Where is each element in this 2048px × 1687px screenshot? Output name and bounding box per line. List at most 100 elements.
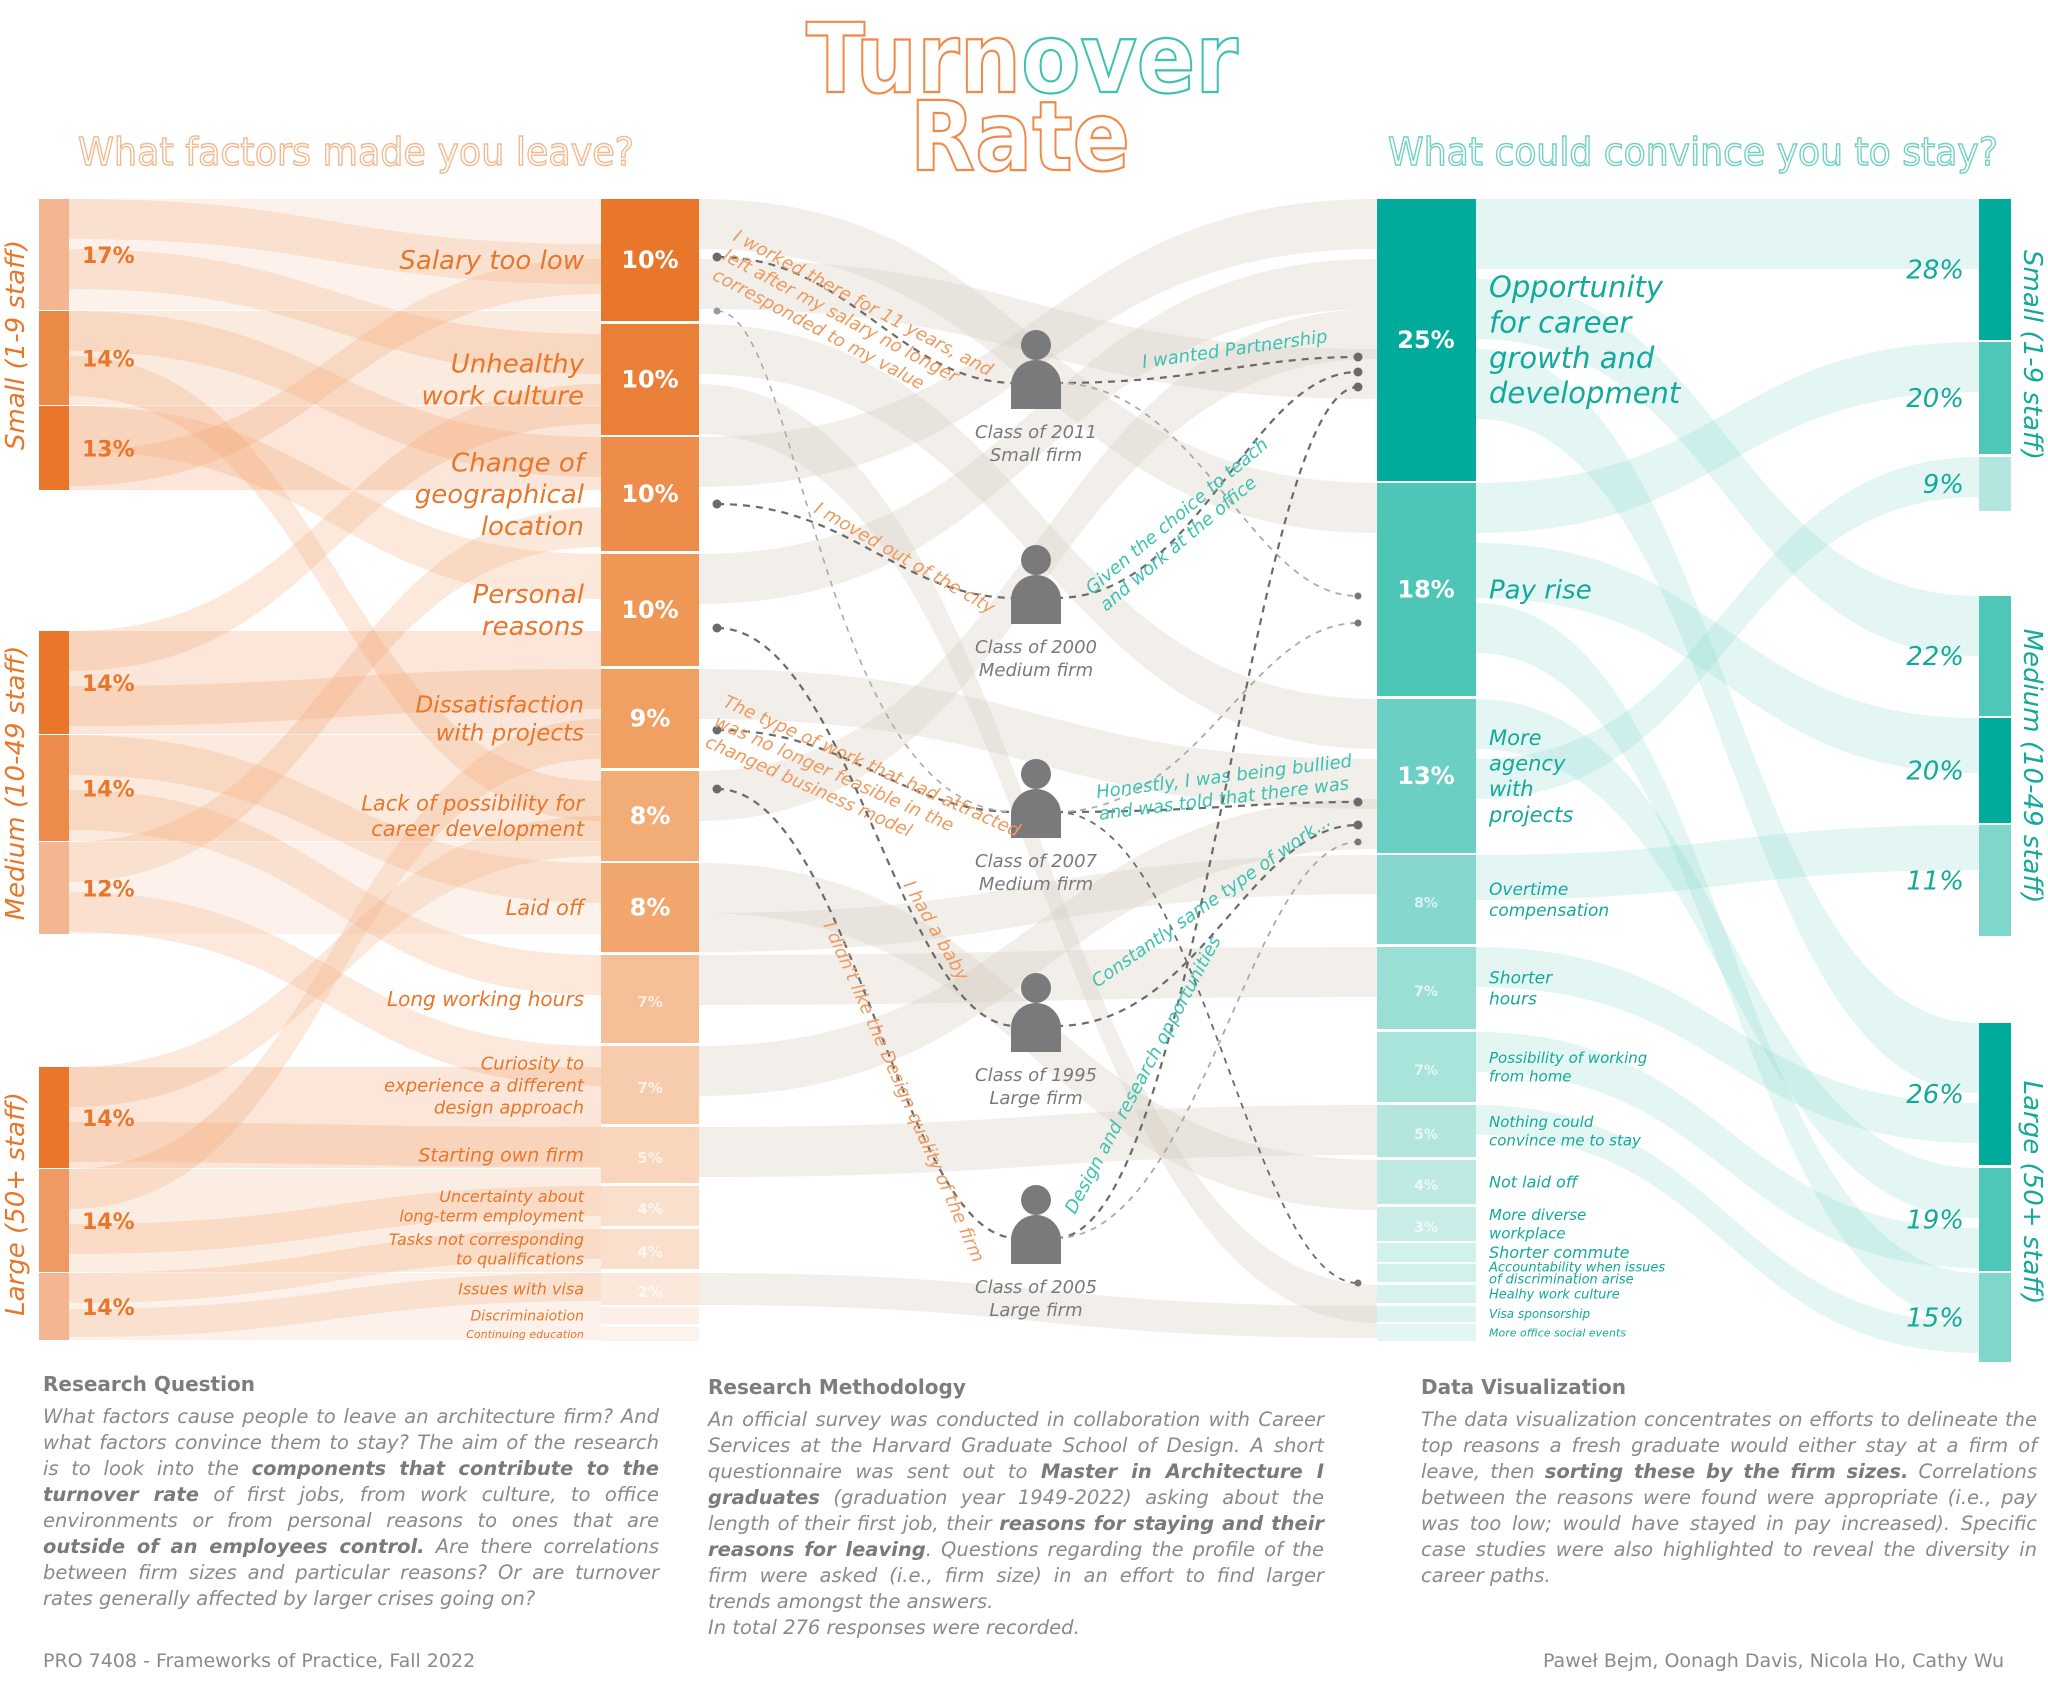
person-icon (1011, 330, 1061, 409)
left-firm-percent: 12% (82, 878, 135, 903)
right-firm-group-label: Large (50+ staff) (2017, 1081, 2047, 1305)
leave-reason-bar (601, 955, 699, 1043)
flow-band-left (69, 735, 601, 903)
bold-segment: reasons for staying and their reasons fo… (708, 1512, 1324, 1561)
label-line: to qualifications (456, 1249, 584, 1268)
label-line: with (1489, 777, 1534, 801)
person-body (1011, 789, 1061, 838)
label-line: Unhealthy (451, 350, 585, 380)
right-heading: What could convince you to stay? (1388, 130, 1998, 174)
flow-band-left (69, 719, 601, 1209)
label-line: work culture (421, 381, 584, 411)
flow-band-right (1476, 543, 1979, 773)
case-class: Class of 1995 (975, 1065, 1097, 1086)
flow-band-right (1476, 279, 1979, 656)
stay-path (1055, 355, 1359, 385)
stay-reason-percent: 3% (1414, 1220, 1438, 1236)
leave-reason-label: Continuing education (466, 1328, 584, 1341)
label-line: design approach (434, 1097, 584, 1118)
left-firm-segment-flow (69, 842, 601, 934)
case-class: Class of 2007 (975, 851, 1098, 872)
stay-reason-bar (1377, 1160, 1476, 1204)
flow-band-left (69, 384, 601, 671)
left-firm-percent: 14% (82, 1107, 135, 1132)
stay-reason-label: Healhy work culture (1489, 1288, 1620, 1303)
right-firm-segment (1979, 596, 2011, 716)
leave-reason-bar (601, 1307, 699, 1324)
right-firm-percent: 28% (1906, 256, 1964, 286)
person-icon (1011, 759, 1061, 838)
right-firm-percent: 22% (1906, 642, 1964, 672)
person-body (1011, 1003, 1061, 1052)
leave-reason-bar (601, 1046, 699, 1124)
bold-segment: sorting these by the firm sizes. (1544, 1460, 1909, 1483)
text-segment: In total 276 responses were recorded. (708, 1616, 1080, 1639)
left-firm-percent: 13% (82, 438, 135, 463)
stay-reason-bar (1377, 1032, 1476, 1102)
label-line: Uncertainty about (439, 1187, 584, 1206)
leave-reason-bar (601, 863, 699, 952)
label-line: Accountability when issues (1488, 1261, 1665, 1276)
left-firm-percent: 17% (82, 244, 135, 269)
stay-path (1055, 370, 1359, 600)
secondary-path (1055, 841, 1359, 1239)
flow-band-middle (699, 324, 1377, 749)
stay-reason-bar (1377, 1207, 1476, 1241)
stay-path (1055, 823, 1359, 1028)
label-line: reasons (482, 612, 584, 642)
stay-reason-bar (1377, 699, 1476, 853)
flow-band-left (69, 199, 601, 284)
leave-reason-bar (601, 1186, 699, 1226)
person-head (1021, 1185, 1051, 1215)
stay-reason-percent: 7% (1414, 984, 1438, 1000)
leave-reason-label: Laid off (506, 896, 587, 920)
leave-path (716, 255, 1017, 385)
label-line: More (1489, 726, 1542, 750)
left-firm-segment-flow (69, 1273, 601, 1340)
flow-band-left (69, 790, 601, 995)
leave-reason-percent: 10% (621, 480, 678, 508)
stay-reason-label: Pay rise (1489, 576, 1592, 606)
right-firm-segment (1979, 1023, 2011, 1165)
case-firm: Large firm (989, 1300, 1082, 1321)
flow-band-right (1476, 1032, 1979, 1268)
stay-reason-percent: 7% (1414, 1063, 1438, 1079)
flow-band-left (69, 1229, 601, 1303)
flow-band-right (1476, 199, 1979, 269)
label-line: of discrimination arise (1489, 1272, 1634, 1287)
stay-reason-label: Visa sponsorship (1489, 1307, 1590, 1321)
left-firm-percent: 14% (82, 778, 135, 803)
bars: 17%14%13%Small (1-9 staff)14%14%12%Mediu… (1, 199, 2047, 1362)
leave-reason-percent: 7% (637, 1079, 662, 1097)
right-firm-percent: 15% (1906, 1304, 1964, 1334)
leave-reason-bar (601, 771, 699, 861)
svg-text:Turnover: Turnover (806, 3, 1239, 115)
right-firm-percent: 20% (1906, 384, 1964, 414)
title-turn: Turn (806, 3, 1021, 115)
flow-band-right (1476, 603, 1979, 1323)
label-line: Opportunity (1489, 270, 1664, 304)
data-visualization-text: The data visualization concentrates on e… (1421, 1407, 2037, 1589)
person-icon (1011, 1185, 1061, 1264)
leave-reason-label: Starting own firm (418, 1145, 584, 1167)
leave-reason-percent: 4% (637, 1243, 662, 1261)
leave-path (716, 728, 1017, 814)
data-visualization-section: Data Visualization The data visualizatio… (1421, 1375, 2037, 1589)
flow-band-left (69, 507, 601, 882)
left-firm-segment (39, 631, 69, 734)
label-line: More diverse (1489, 1206, 1586, 1224)
right-firm-segment (1979, 457, 2011, 511)
stay-reason-label: More office social events (1489, 1326, 1626, 1339)
right-firm-segment (1979, 1273, 2011, 1362)
flow-band-left (69, 892, 601, 1086)
label-line: Personal (473, 580, 585, 610)
label-line: projects (1488, 803, 1573, 827)
case-firm: Large firm (989, 1088, 1082, 1109)
stay-reason-label: Shorter commute (1489, 1243, 1630, 1262)
leave-reason-percent: 7% (637, 993, 662, 1011)
